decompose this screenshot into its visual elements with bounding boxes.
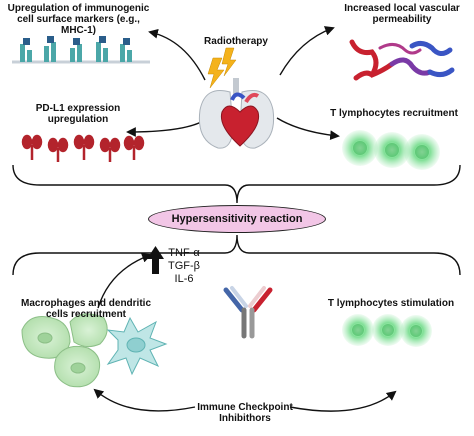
t-cells-icon bbox=[342, 130, 440, 170]
label-pdl1-upregulation: PD-L1 expression upregulation bbox=[35, 103, 121, 125]
label-tcell-recruitment: T lymphocytes recruitment bbox=[330, 108, 458, 119]
cytokine-tnf: TNF-α bbox=[168, 247, 200, 259]
label-immune-checkpoint-inhibitors: Immune Checkpoint Inhibithors bbox=[197, 402, 293, 424]
arrow-to-cytokines bbox=[97, 253, 152, 309]
lightning-icon bbox=[207, 47, 237, 89]
label-mhc-upregulation: Upregulation of immunogenic cell surface… bbox=[7, 3, 150, 36]
arrow-to-pdl1 bbox=[126, 119, 206, 137]
hypersensitivity-pill: Hypersensitivity reaction bbox=[148, 205, 326, 233]
label-tcell-stimulation: T lymphocytes stimulation bbox=[327, 298, 455, 309]
pdl1-receptors-icon bbox=[21, 134, 145, 162]
antibody-icon bbox=[223, 286, 273, 339]
bottom-arrows bbox=[93, 253, 397, 412]
upper-bracket bbox=[12, 164, 461, 204]
arrow-to-vascular bbox=[279, 26, 335, 76]
lungs-heart-icon bbox=[198, 78, 275, 149]
up-arrow-icon bbox=[147, 246, 164, 274]
t-cells-stim-icon bbox=[342, 314, 432, 347]
dendritic-cell-icon bbox=[106, 316, 168, 376]
lower-bracket bbox=[12, 234, 461, 276]
arrow-to-tcell-stim bbox=[289, 390, 397, 412]
label-radiotherapy: Radiotherapy bbox=[204, 36, 268, 47]
mhc-receptors-icon bbox=[12, 36, 150, 64]
cytokine-list: TNF-α TGF-β IL-6 bbox=[168, 247, 200, 286]
label-vascular-permeability: Increased local vascular permeability bbox=[344, 3, 460, 25]
label-hypersensitivity: Hypersensitivity reaction bbox=[171, 213, 303, 225]
arrow-to-tcell bbox=[276, 117, 340, 141]
macrophage-cells-icon bbox=[21, 313, 108, 388]
cytokine-il6: IL-6 bbox=[174, 273, 194, 285]
blood-vessels-icon bbox=[349, 39, 455, 81]
arrow-to-mhc bbox=[148, 28, 206, 81]
arrow-to-macrophages bbox=[93, 388, 196, 412]
label-macrophages-recruitment: Macrophages and dendritic cells recruitm… bbox=[20, 298, 152, 320]
cytokine-tgf: TGF-β bbox=[168, 260, 200, 272]
